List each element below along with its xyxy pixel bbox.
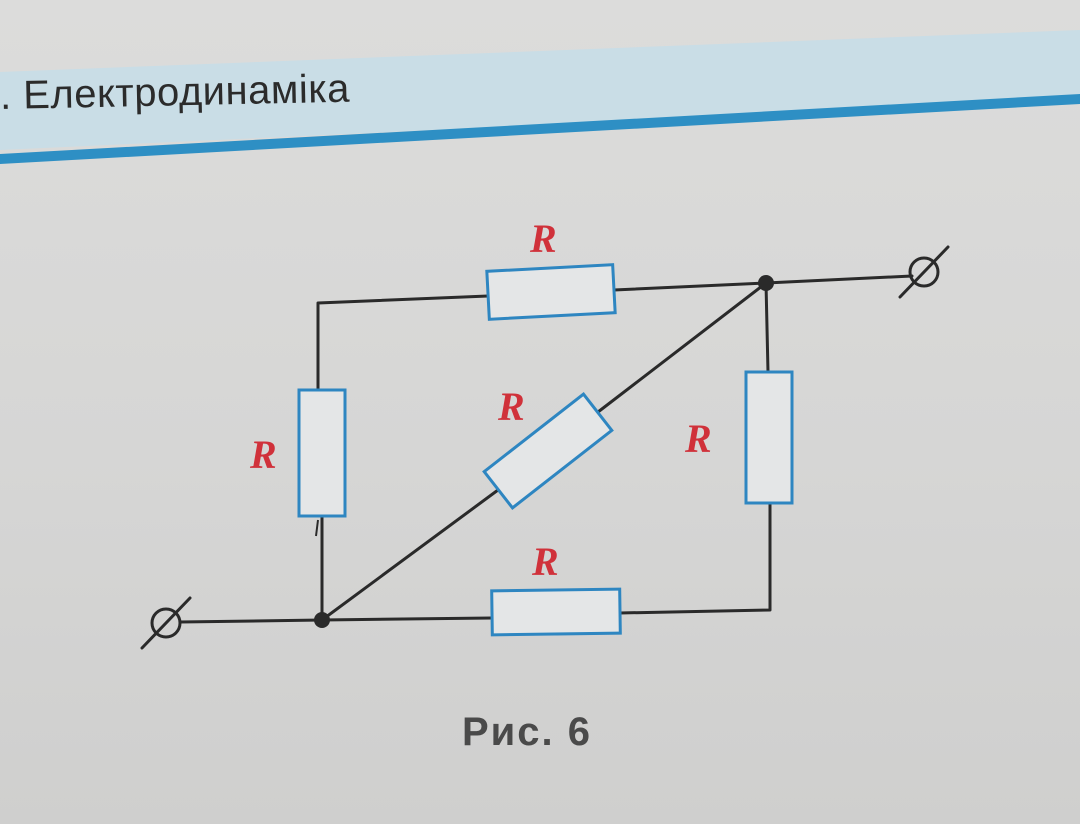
wires	[178, 274, 914, 624]
node-a	[758, 275, 774, 291]
resistor-bottom	[490, 587, 622, 637]
header-rule	[0, 94, 1080, 164]
wire-output-lead	[764, 274, 914, 285]
output-terminal	[898, 245, 950, 299]
resistor-right	[744, 370, 794, 505]
wire-bottom-left	[320, 616, 494, 622]
label-resistor-right: R	[684, 416, 712, 461]
resistor-top	[485, 263, 617, 321]
label-resistor-left: R	[249, 432, 277, 477]
header-band	[0, 30, 1080, 164]
wire-top-left	[316, 294, 490, 392]
resistor-left	[297, 388, 347, 518]
wire-input-lead	[178, 618, 324, 624]
label-resistor-diagonal: R	[497, 384, 525, 429]
label-resistor-top: R	[529, 216, 557, 261]
resistors	[297, 263, 794, 637]
wire-top-right	[612, 281, 768, 292]
figure-caption: Рис. 6	[462, 710, 592, 754]
wire-diagonal-lower	[320, 488, 500, 622]
junction-nodes	[314, 275, 774, 628]
resistor-diagonal	[482, 391, 614, 511]
header-band-fill	[0, 30, 1080, 150]
resistor-labels: R R R R R	[249, 216, 712, 584]
wire-diagonal-upper	[596, 281, 768, 414]
wire-right-lower	[618, 501, 772, 615]
terminals	[140, 245, 950, 650]
wire-right-upper	[764, 281, 770, 374]
label-resistor-bottom: R	[531, 539, 559, 584]
node-b	[314, 612, 330, 628]
input-terminal	[140, 596, 192, 650]
pen-mark	[315, 519, 319, 537]
